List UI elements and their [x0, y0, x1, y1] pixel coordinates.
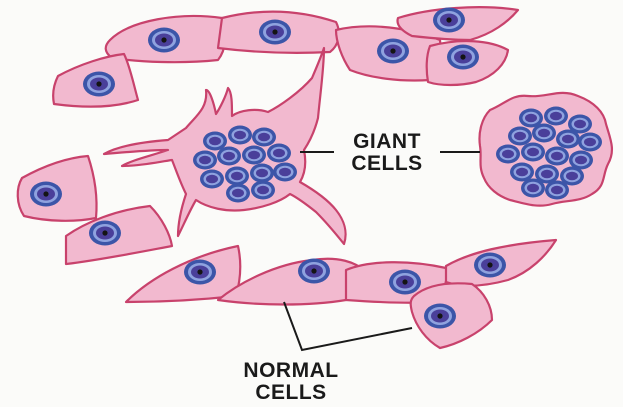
giant-label-line2: CELLS	[332, 153, 442, 175]
normal-cells-label: NORMAL CELLS	[226, 360, 356, 404]
normal-label-line2: CELLS	[226, 382, 356, 404]
giant-cells-label: GIANT CELLS	[332, 131, 442, 175]
giant-label-line1: GIANT	[332, 131, 442, 153]
normal-cell	[126, 246, 240, 302]
normal-label-line1: NORMAL	[226, 360, 356, 382]
